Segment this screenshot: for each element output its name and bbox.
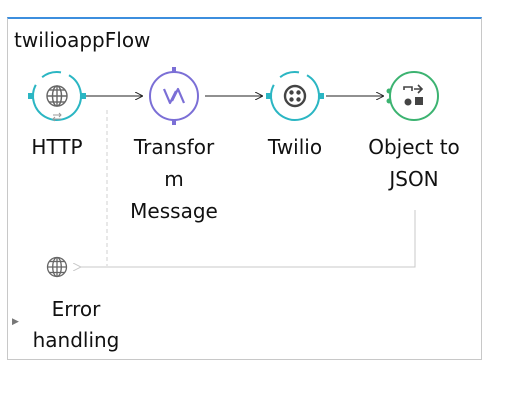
node-label-twilio: Twilio bbox=[250, 131, 340, 163]
bidirectional-arrows-icon bbox=[52, 112, 62, 122]
node-label-line: Transfor bbox=[133, 135, 215, 159]
return-line bbox=[80, 210, 416, 267]
node-label-line: Object to bbox=[368, 135, 460, 159]
expand-error-handling-icon[interactable]: ▶ bbox=[12, 317, 19, 327]
flow-title: twilioappFlow bbox=[14, 28, 151, 52]
node-label-line: JSON bbox=[389, 167, 439, 191]
node-object-to-json[interactable] bbox=[386, 71, 439, 121]
node-http[interactable] bbox=[24, 63, 90, 129]
transform-icon bbox=[162, 87, 186, 105]
error-handling-label-line: Error bbox=[51, 297, 101, 321]
error-handling-globe-icon bbox=[46, 256, 68, 278]
node-label-line: HTTP bbox=[31, 135, 83, 159]
node-label-line: Message bbox=[130, 199, 218, 223]
error-handling-label-line: handling bbox=[32, 328, 120, 352]
error-handling-label[interactable]: Error handling bbox=[20, 294, 132, 356]
node-label-line: m bbox=[164, 167, 184, 191]
node-label-http: HTTP bbox=[17, 131, 97, 163]
globe-icon bbox=[46, 85, 68, 107]
node-twilio[interactable] bbox=[262, 63, 328, 129]
node-label-line: Twilio bbox=[267, 135, 323, 159]
object-to-json-icon bbox=[403, 84, 424, 106]
node-label-object-to-json: Object to JSON bbox=[356, 131, 472, 195]
twilio-icon bbox=[283, 84, 307, 108]
node-label-transform-message: Transfor m Message bbox=[118, 131, 230, 227]
node-transform-message[interactable] bbox=[149, 67, 199, 125]
